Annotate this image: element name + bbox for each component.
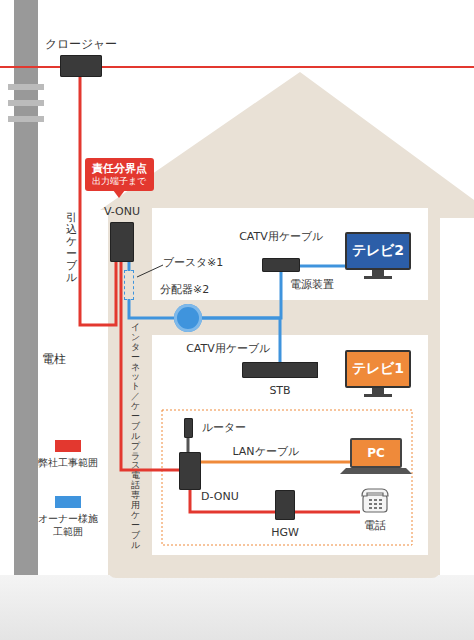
tv-stand [364, 394, 392, 397]
vertical-label: 引込ケーブル [66, 212, 77, 285]
text-label: CATV用ケーブル [186, 342, 270, 355]
callout-pointer [113, 190, 125, 198]
legend-swatch [55, 440, 81, 452]
tv-stand [372, 388, 384, 394]
d-onu-box: D-ONU [179, 452, 201, 490]
cable-line [201, 461, 350, 464]
demarcation-callout: 責任分界点出力端子まで [85, 158, 154, 191]
node-label: 分配器※2 [160, 283, 209, 296]
house [100, 72, 474, 575]
pc-screen: PC [350, 438, 402, 468]
cable-line [202, 318, 280, 362]
power-unit: 電源装置 [262, 258, 300, 272]
pole-step [8, 100, 44, 106]
legend-text: オーナー様施工範囲 [37, 513, 99, 538]
node-text: PC [367, 446, 385, 460]
phone-icon [360, 487, 390, 513]
ground [0, 575, 474, 640]
v-onu-box: V-ONU [110, 222, 134, 262]
pole-step [8, 84, 44, 90]
lower-room [152, 335, 428, 555]
cable-line [202, 272, 281, 318]
splitter-circle: 分配器※2 [174, 304, 202, 332]
legend-swatch [55, 496, 81, 508]
node-label: D-ONU [201, 490, 239, 503]
leader-line [137, 265, 163, 277]
tv-stand [364, 276, 392, 279]
node-text: 責任分界点 [92, 162, 147, 176]
text-label: CATV用ケーブル [239, 230, 323, 243]
node-label: HGW [271, 526, 299, 539]
tv-monitor: テレビ1 [345, 350, 411, 388]
node-label: STB [269, 384, 290, 397]
phone-box: 電話 [360, 487, 390, 513]
node-label: ブースタ※1 [163, 256, 223, 269]
cable-line [187, 438, 190, 452]
text-label: 電柱 [42, 352, 66, 366]
node-label: ルーター [202, 421, 246, 434]
node-text: 出力端子まで [92, 176, 147, 187]
tv-monitor: テレビ2 [345, 232, 411, 270]
hgw-box: HGW [275, 490, 295, 520]
node-label: 電源装置 [290, 278, 334, 291]
cable-line [190, 490, 275, 512]
node-text: テレビ1 [352, 360, 404, 378]
house-base [108, 560, 440, 578]
cable-line [80, 77, 116, 325]
cable-line [300, 265, 345, 268]
pole-step [8, 116, 44, 122]
node-text: テレビ2 [352, 242, 404, 260]
booster-box: ブースタ※1 [124, 270, 134, 300]
closure-box: クロージャー [60, 55, 102, 77]
node-label: クロージャー [45, 37, 117, 51]
vertical-label: インターネット／ケーブルプラス電話専用ケーブル [131, 323, 140, 550]
edge-label: LANケーブル [230, 445, 300, 458]
node-label: 電話 [364, 519, 386, 532]
cable-line [295, 511, 360, 514]
cable-line [128, 262, 131, 270]
node-label: V-ONU [104, 205, 140, 218]
internet-area [162, 410, 412, 545]
laptop-base [340, 468, 412, 474]
upper-room [152, 208, 428, 300]
stb-box: STB [242, 362, 318, 378]
router-box: ルーター [184, 418, 193, 438]
tv-stand [372, 270, 384, 276]
legend-text: 弊社工事範囲 [37, 457, 99, 470]
cable-line [129, 300, 174, 318]
